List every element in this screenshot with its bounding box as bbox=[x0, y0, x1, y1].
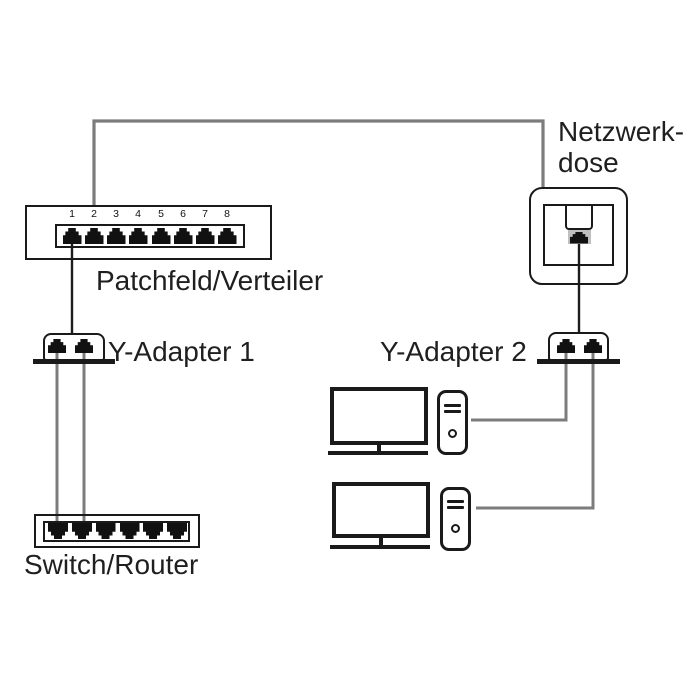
switch-router bbox=[34, 514, 200, 548]
y-adapter-2-baseplate bbox=[537, 358, 620, 364]
rj45-jack-icon bbox=[62, 228, 82, 244]
pc2-tower-vent-icon bbox=[447, 499, 464, 504]
rj45-jack-icon bbox=[48, 523, 68, 539]
wall-socket-label-line2: dose bbox=[558, 147, 619, 178]
rj45-jack-icon bbox=[84, 228, 104, 244]
cable-yadapter2-to-pc1 bbox=[471, 350, 568, 422]
pc1-monitor-base bbox=[328, 450, 428, 455]
cable-yadapter2-to-pc2 bbox=[476, 350, 595, 510]
pc2-power-button-icon bbox=[450, 523, 460, 533]
wall-socket-jack-housing bbox=[565, 204, 593, 230]
switch-port-strip bbox=[42, 520, 190, 542]
cable-patchpanel-to-wallsocket bbox=[92, 119, 545, 205]
patch-panel bbox=[25, 205, 272, 260]
rj45-jack-icon bbox=[75, 339, 93, 353]
y-adapter-2-label: Y-Adapter 2 bbox=[380, 336, 527, 367]
wall-socket-label-line1: Netzwerk- bbox=[558, 116, 685, 147]
rj45-jack-icon bbox=[143, 523, 163, 539]
rj45-jack-icon bbox=[557, 339, 575, 353]
patch-port-number-5: 5 bbox=[158, 208, 164, 220]
y-adapter-1-baseplate bbox=[33, 358, 115, 364]
pc1-tower-vent-icon bbox=[444, 403, 461, 408]
wall-socket bbox=[529, 187, 628, 285]
patch-port-number-1: 1 bbox=[69, 208, 75, 220]
rj45-jack-icon bbox=[48, 339, 66, 353]
rj45-jack-icon bbox=[167, 523, 187, 539]
patch-port-number-8: 8 bbox=[224, 208, 230, 220]
patch-port-number-2: 2 bbox=[91, 208, 97, 220]
rj45-jack-icon bbox=[151, 228, 171, 244]
patch-port-number-6: 6 bbox=[180, 208, 186, 220]
patch-port-number-3: 3 bbox=[113, 208, 119, 220]
wall-socket-label: Netzwerk- dose bbox=[558, 116, 684, 178]
pc2-tower bbox=[440, 487, 471, 551]
switch-router-label: Switch/Router bbox=[24, 549, 199, 580]
rj45-jack-icon bbox=[570, 231, 588, 244]
rj45-jack-icon bbox=[128, 228, 148, 244]
pc1-tower-vent-icon bbox=[444, 409, 461, 414]
pc2-monitor-base bbox=[330, 544, 430, 549]
pc2-monitor-stand bbox=[378, 538, 383, 545]
rj45-jack-icon bbox=[195, 228, 215, 244]
rj45-jack-icon bbox=[72, 523, 92, 539]
patch-port-number-4: 4 bbox=[135, 208, 141, 220]
y-adapter-1-label: Y-Adapter 1 bbox=[108, 336, 255, 367]
rj45-jack-icon bbox=[584, 339, 602, 353]
pc2-tower-vent-icon bbox=[447, 505, 464, 510]
patch-panel-label: Patchfeld/Verteiler bbox=[96, 265, 324, 296]
pc2-monitor bbox=[332, 482, 430, 538]
pc1-monitor-stand bbox=[376, 445, 381, 452]
rj45-jack-icon bbox=[106, 228, 126, 244]
pc1-tower bbox=[437, 390, 468, 455]
patch-panel-port-strip bbox=[54, 223, 245, 248]
patch-port-number-7: 7 bbox=[202, 208, 208, 220]
rj45-jack-icon bbox=[119, 523, 140, 539]
rj45-jack-icon bbox=[95, 523, 116, 539]
pc1-power-button-icon bbox=[447, 428, 457, 438]
rj45-jack-icon bbox=[217, 228, 237, 244]
rj45-jack-icon bbox=[173, 228, 193, 244]
pc1-monitor bbox=[330, 387, 428, 445]
